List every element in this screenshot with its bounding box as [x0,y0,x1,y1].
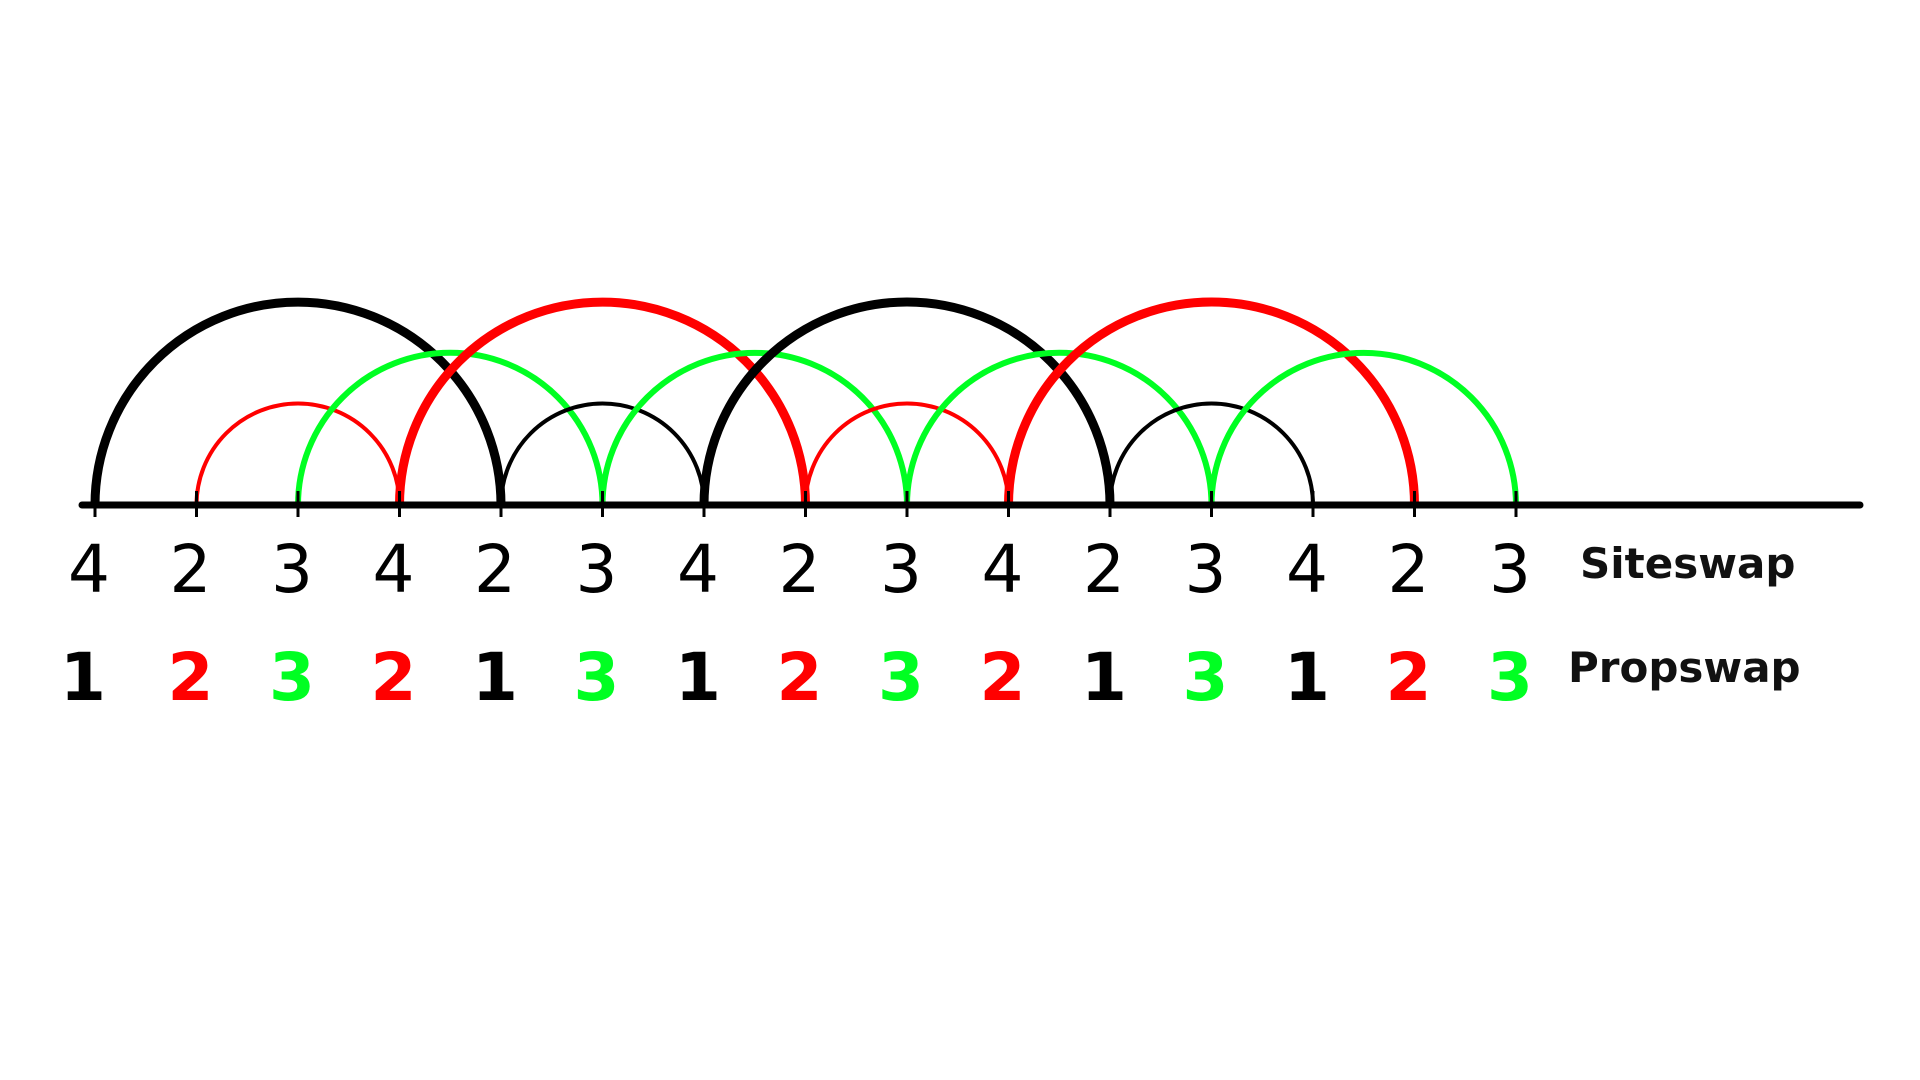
ticks-layer [93,491,1518,517]
propswap-digit-13: 2 [1386,639,1432,716]
arcs-layer [90,297,1519,506]
propswap-digit-9: 2 [980,639,1026,716]
siteswap-digit-11: 3 [1185,531,1227,608]
propswap-digit-8: 3 [878,639,924,716]
siteswap-label: Siteswap [1580,539,1795,588]
propswap-label: Propswap [1568,643,1801,692]
throw-arc-9 [1004,297,1419,506]
siteswap-digit-1: 2 [170,531,212,608]
throw-arc-5 [599,349,910,506]
siteswap-digit-5: 3 [576,531,618,608]
propswap-digit-1: 2 [168,639,214,716]
throw-arc-3 [395,297,810,506]
propswap-digit-10: 1 [1081,639,1127,716]
siteswap-digit-8: 3 [880,531,922,608]
siteswap-digit-0: 4 [68,531,110,608]
propswap-digit-14: 3 [1487,639,1533,716]
propswap-digit-2: 3 [269,639,315,716]
siteswap-digit-13: 2 [1388,531,1430,608]
throw-arc-1 [194,401,402,506]
throw-arc-8 [904,349,1215,506]
siteswap-digit-6: 4 [677,531,719,608]
throw-arc-11 [1208,349,1519,506]
siteswap-digit-10: 2 [1083,531,1125,608]
propswap-digit-11: 3 [1183,639,1229,716]
propswap-digit-3: 2 [371,639,417,716]
siteswap-digit-12: 4 [1286,531,1328,608]
propswap-digit-4: 1 [472,639,518,716]
propswap-digit-6: 1 [675,639,721,716]
throw-arc-6 [699,297,1115,506]
propswap-digit-0: 1 [60,639,106,716]
siteswap-digit-4: 2 [474,531,516,608]
throw-arc-0 [90,297,506,506]
propswap-digit-12: 1 [1284,639,1330,716]
siteswap-digit-9: 4 [982,531,1024,608]
siteswap-digit-3: 4 [373,531,415,608]
throw-arc-10 [1108,401,1315,506]
throw-arc-4 [499,401,706,506]
siteswap-digit-2: 3 [271,531,313,608]
siteswap-digit-7: 2 [779,531,821,608]
throw-arc-7 [803,401,1011,506]
propswap-digit-5: 3 [574,639,620,716]
throw-arc-2 [295,349,606,506]
siteswap-digit-14: 3 [1489,531,1531,608]
propswap-digit-7: 2 [777,639,823,716]
